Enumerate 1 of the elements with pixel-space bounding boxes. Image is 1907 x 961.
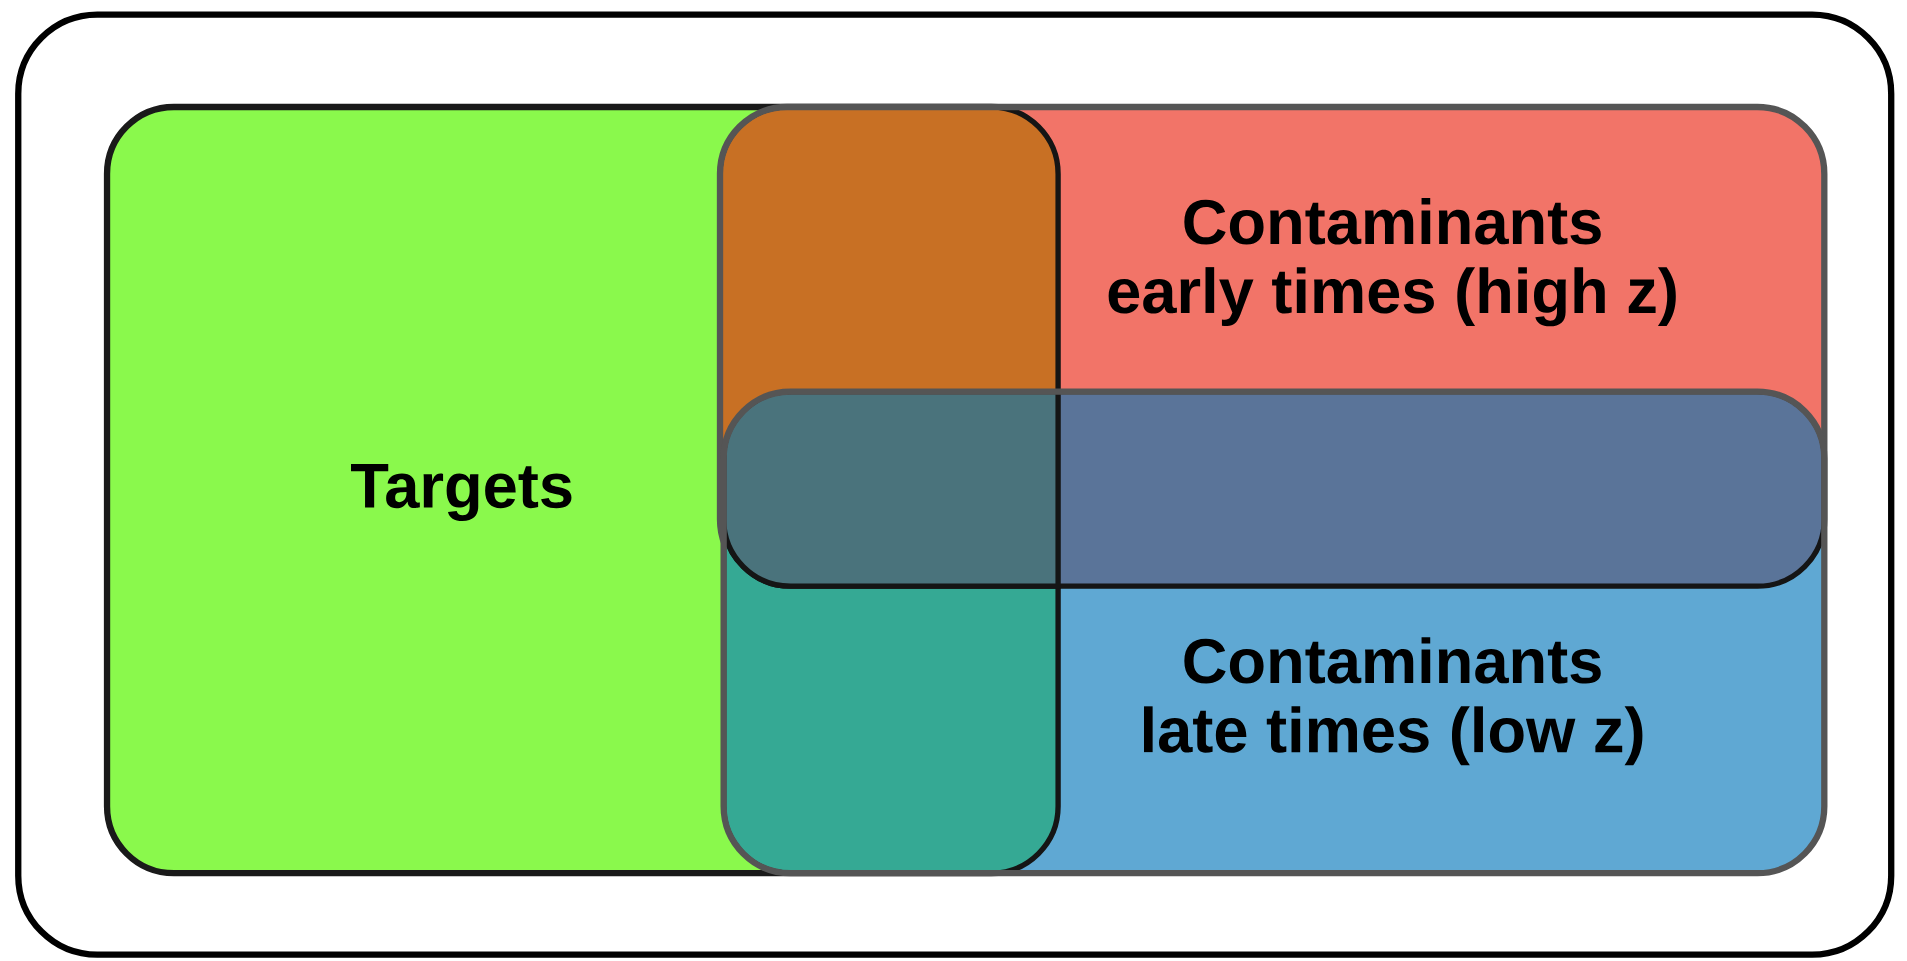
region-box: Contaminants late times (low z) [720,388,1828,877]
